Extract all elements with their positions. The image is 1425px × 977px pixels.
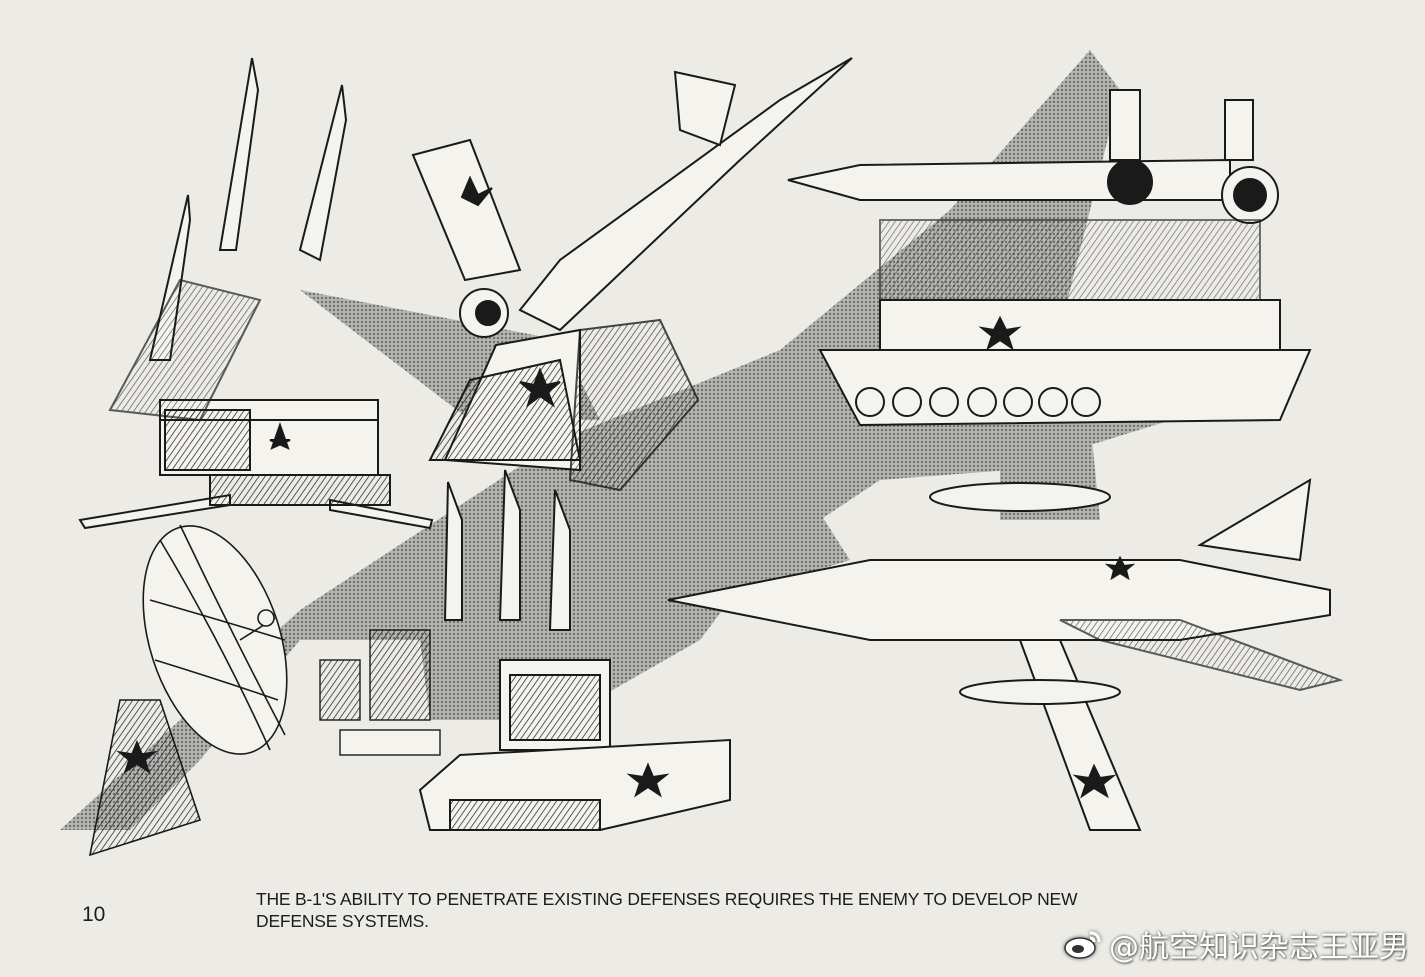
bomber-aircraft-drawing <box>667 478 1344 831</box>
watermark-text: @航空知识杂志王亚男 <box>1109 930 1409 965</box>
caption-line-2: DEFENSE SYSTEMS. <box>256 911 429 931</box>
figure-caption: THE B-1'S ABILITY TO PENETRATE EXISTING … <box>256 888 1236 932</box>
caption-line-1: THE B-1'S ABILITY TO PENETRATE EXISTING … <box>256 889 1078 909</box>
radar-dish-drawing <box>88 524 288 857</box>
interceptor-jet-drawing <box>411 57 853 492</box>
sam-launcher-drawing <box>78 57 434 530</box>
watermark: @航空知识杂志王亚男 <box>1063 922 1409 966</box>
missile-battery-drawing <box>319 469 731 831</box>
tracked-sam-vehicle-drawing <box>787 89 1312 427</box>
weibo-icon <box>1064 931 1101 959</box>
page-number: 10 <box>82 903 106 926</box>
